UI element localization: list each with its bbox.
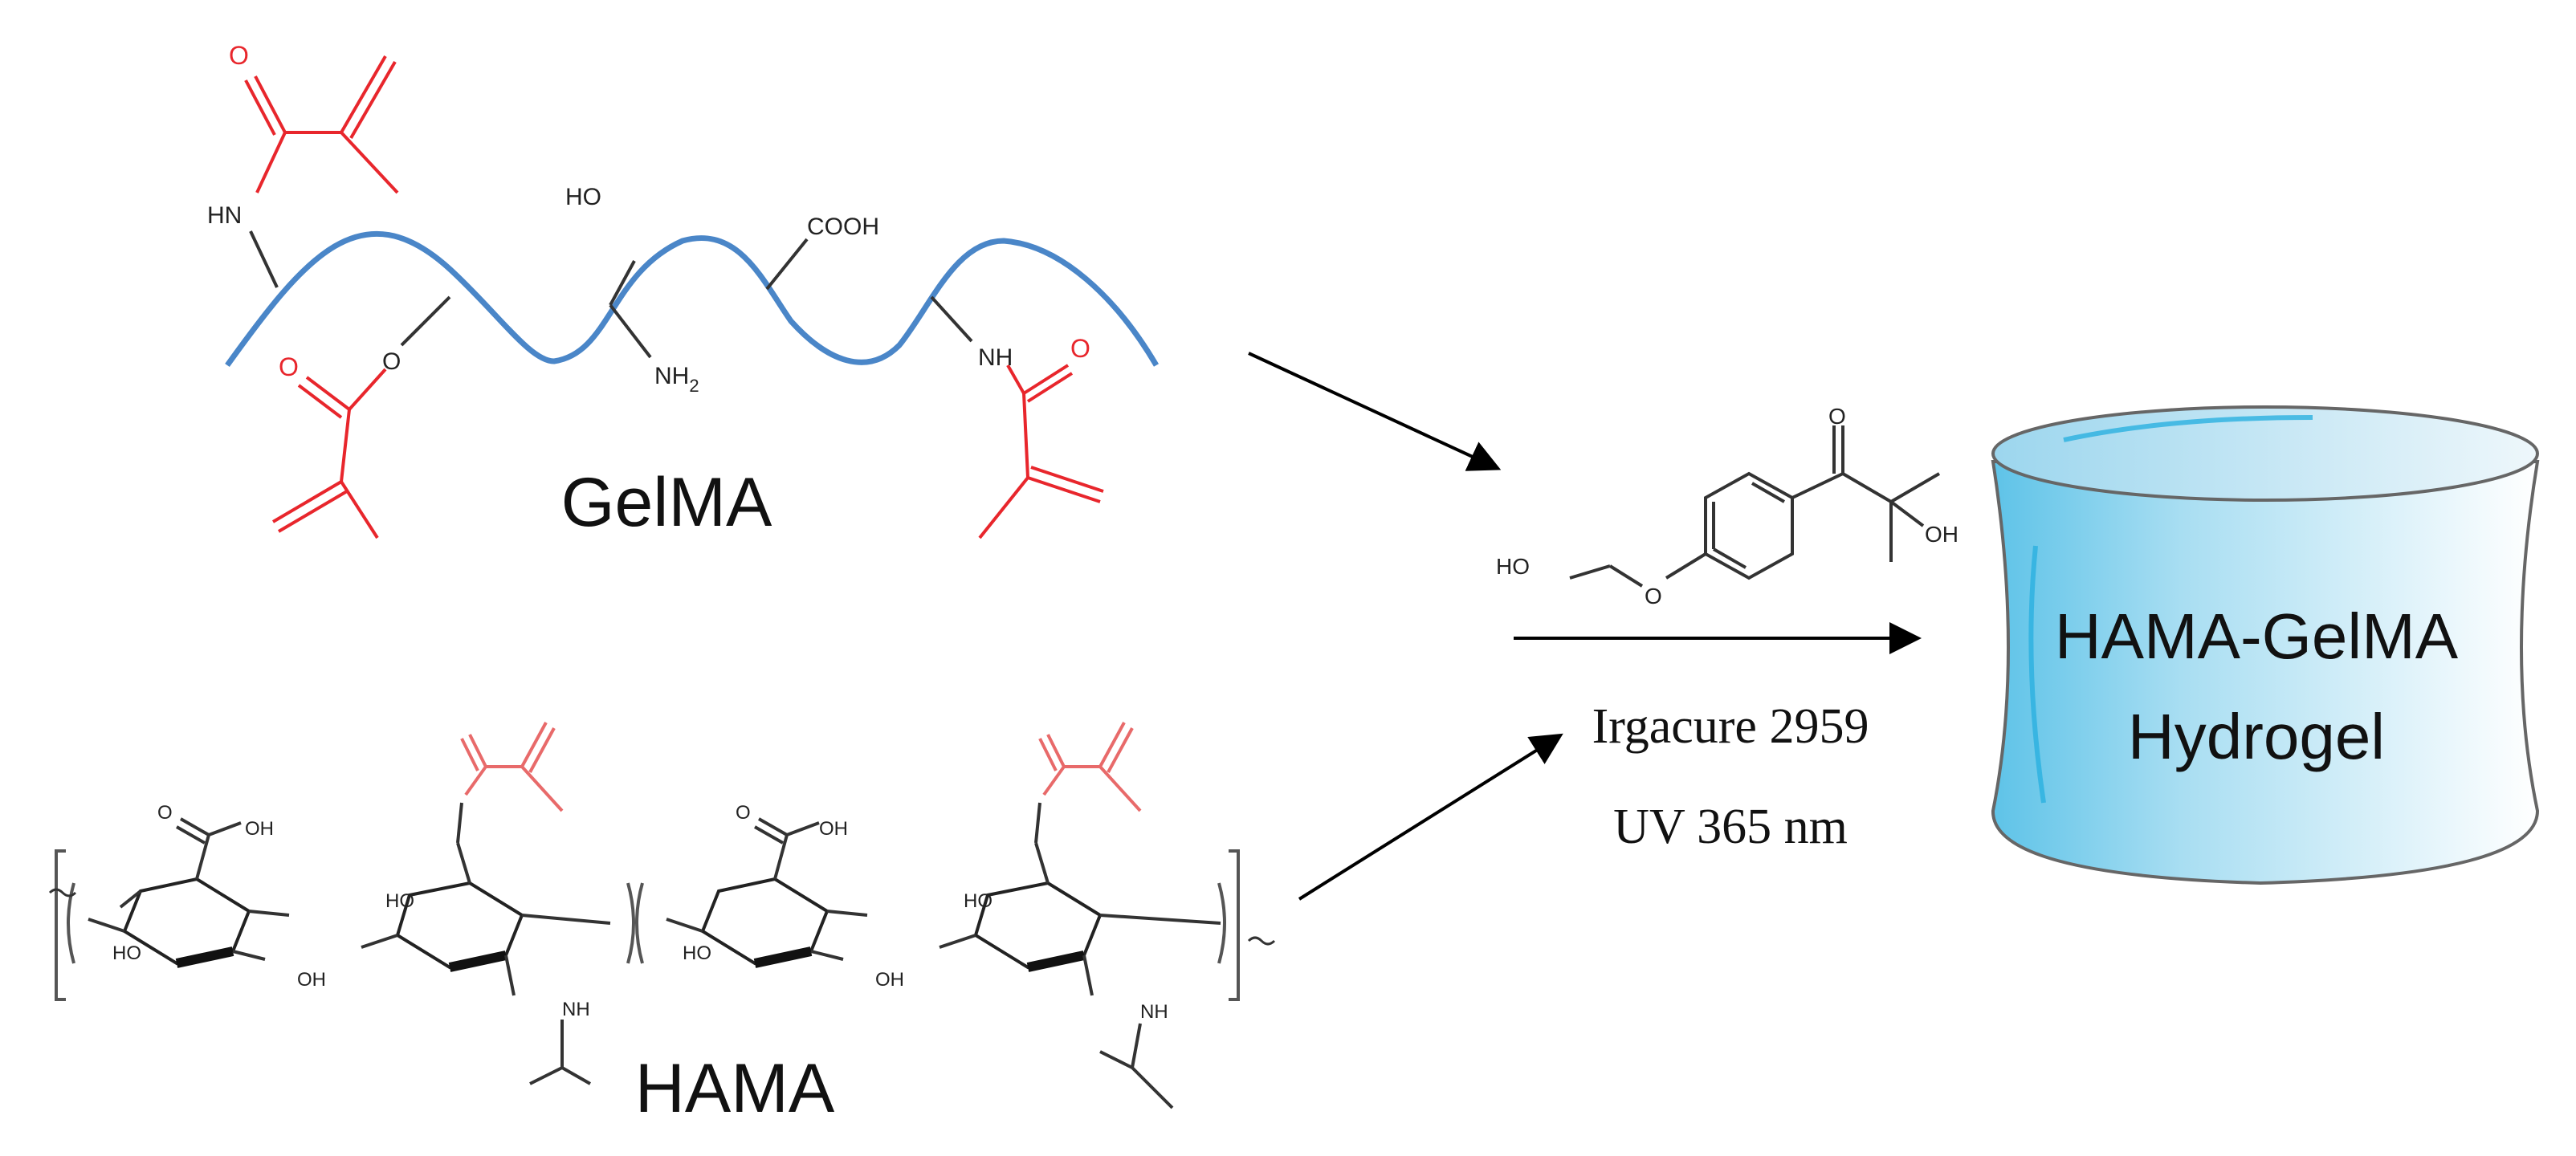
hama-nh-label-2: NH	[1140, 1001, 1168, 1023]
hama-wavy-bond-left	[48, 888, 77, 898]
gelma-backbone	[225, 230, 1160, 368]
gelma-title: GelMA	[561, 464, 772, 541]
hama-ring-4	[939, 802, 1221, 1109]
cylinder-highlight-top	[2063, 415, 2313, 442]
hama-brackets	[55, 849, 1240, 1001]
photoinitiator-structure: HO O O OH	[1496, 404, 1958, 609]
arrow-from-hama	[1298, 733, 1563, 901]
hama-ho-label-1: HO	[112, 942, 141, 964]
reaction-arrows	[1248, 352, 1922, 901]
hydrogel-label-line2: Hydrogel	[2128, 701, 2385, 772]
hama-o-label-3: O	[736, 802, 751, 824]
gelma-cooh-label: COOH	[807, 214, 879, 240]
hama-oh-label-1: OH	[245, 818, 274, 840]
gelma-ho-label: HO	[565, 184, 601, 210]
cylinder-side	[1991, 460, 2540, 885]
hama-structure: OH O HO OH HO NH OH O HO OH HO NH HAMA	[48, 722, 1276, 1127]
hama-oh-label-4: OH	[875, 969, 904, 991]
gelma-carbonyl-o-right: O	[1070, 334, 1090, 363]
gelma-structure: HN HO COOH NH2 O NH O O O GelMA	[207, 41, 1160, 541]
irgacure-oh-label: OH	[1925, 522, 1958, 547]
hydrogel-cylinder: HAMA-GelMA Hydrogel	[1991, 405, 2540, 885]
hama-oh-label-3: OH	[819, 818, 848, 840]
cylinder-top	[1991, 405, 2539, 502]
irgacure-name-label: Irgacure 2959	[1592, 699, 1869, 754]
gelma-nh-right-label: NH	[978, 344, 1013, 371]
hama-ho-label-2: HO	[385, 890, 414, 912]
hama-ho-label-3: HO	[683, 942, 711, 964]
hama-ring-2	[361, 802, 611, 1085]
hama-nh-label-1: NH	[562, 999, 590, 1020]
uv-condition-label: UV 365 nm	[1613, 800, 1848, 854]
gelma-carbonyl-o-top: O	[229, 41, 249, 70]
gelma-ester-o-label: O	[382, 348, 401, 375]
gelma-carbonyl-o-left: O	[279, 352, 299, 381]
hama-oh-label-2: OH	[297, 969, 326, 991]
hama-ring-1	[88, 817, 290, 968]
hama-title: HAMA	[635, 1050, 835, 1127]
arrow-from-gelma	[1248, 352, 1502, 471]
hama-o-label-1: O	[157, 802, 173, 824]
hama-wavy-bond-right	[1247, 936, 1276, 946]
hama-ho-label-4: HO	[964, 890, 992, 912]
irgacure-o-ether-label: O	[1645, 584, 1662, 609]
cylinder-highlight-side	[2028, 545, 2046, 804]
gelma-bonds	[249, 230, 973, 359]
gelma-nh-left-label: HN	[207, 202, 242, 229]
hama-methacrylate-groups	[460, 722, 1142, 812]
hama-ring-3	[666, 817, 868, 968]
irgacure-ho-label: HO	[1496, 554, 1530, 579]
gelma-methacrylate-groups	[244, 55, 1104, 539]
irgacure-o-carbonyl-label: O	[1828, 404, 1846, 429]
gelma-nh2-label: NH2	[654, 363, 699, 396]
hama-atom-labels: OH O HO OH HO NH OH O HO OH HO NH	[112, 802, 1168, 1023]
hydrogel-label-line1: HAMA-GelMA	[2055, 600, 2459, 672]
